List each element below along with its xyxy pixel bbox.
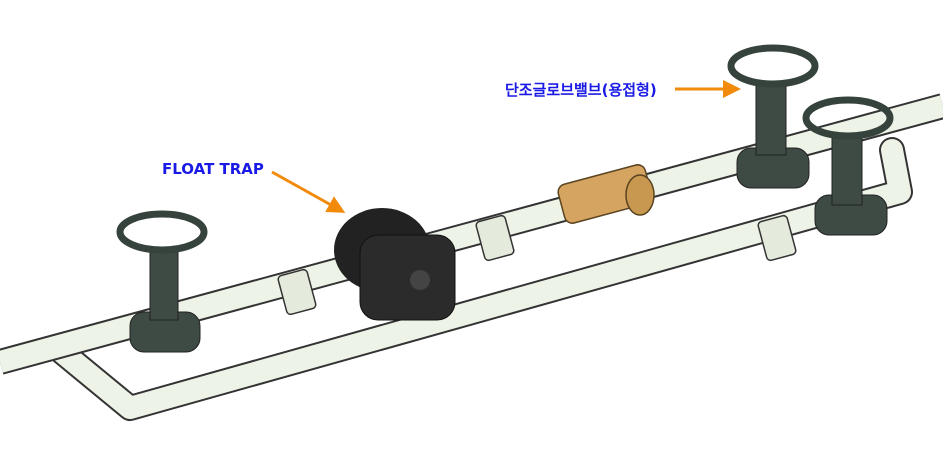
y-strainer xyxy=(557,164,655,224)
float-trap xyxy=(334,208,456,321)
float-trap-arrow xyxy=(271,170,346,213)
float-trap-label: FLOAT TRAP xyxy=(162,160,264,178)
globe-valve-upper xyxy=(727,44,819,189)
bypass-pipe xyxy=(49,137,913,421)
pipe-union xyxy=(277,214,797,316)
globe-valve-left xyxy=(116,210,208,353)
globe-valve-label: 단조글로브밸브(용접형) xyxy=(505,81,657,99)
globe-valve-bypass xyxy=(802,96,894,236)
